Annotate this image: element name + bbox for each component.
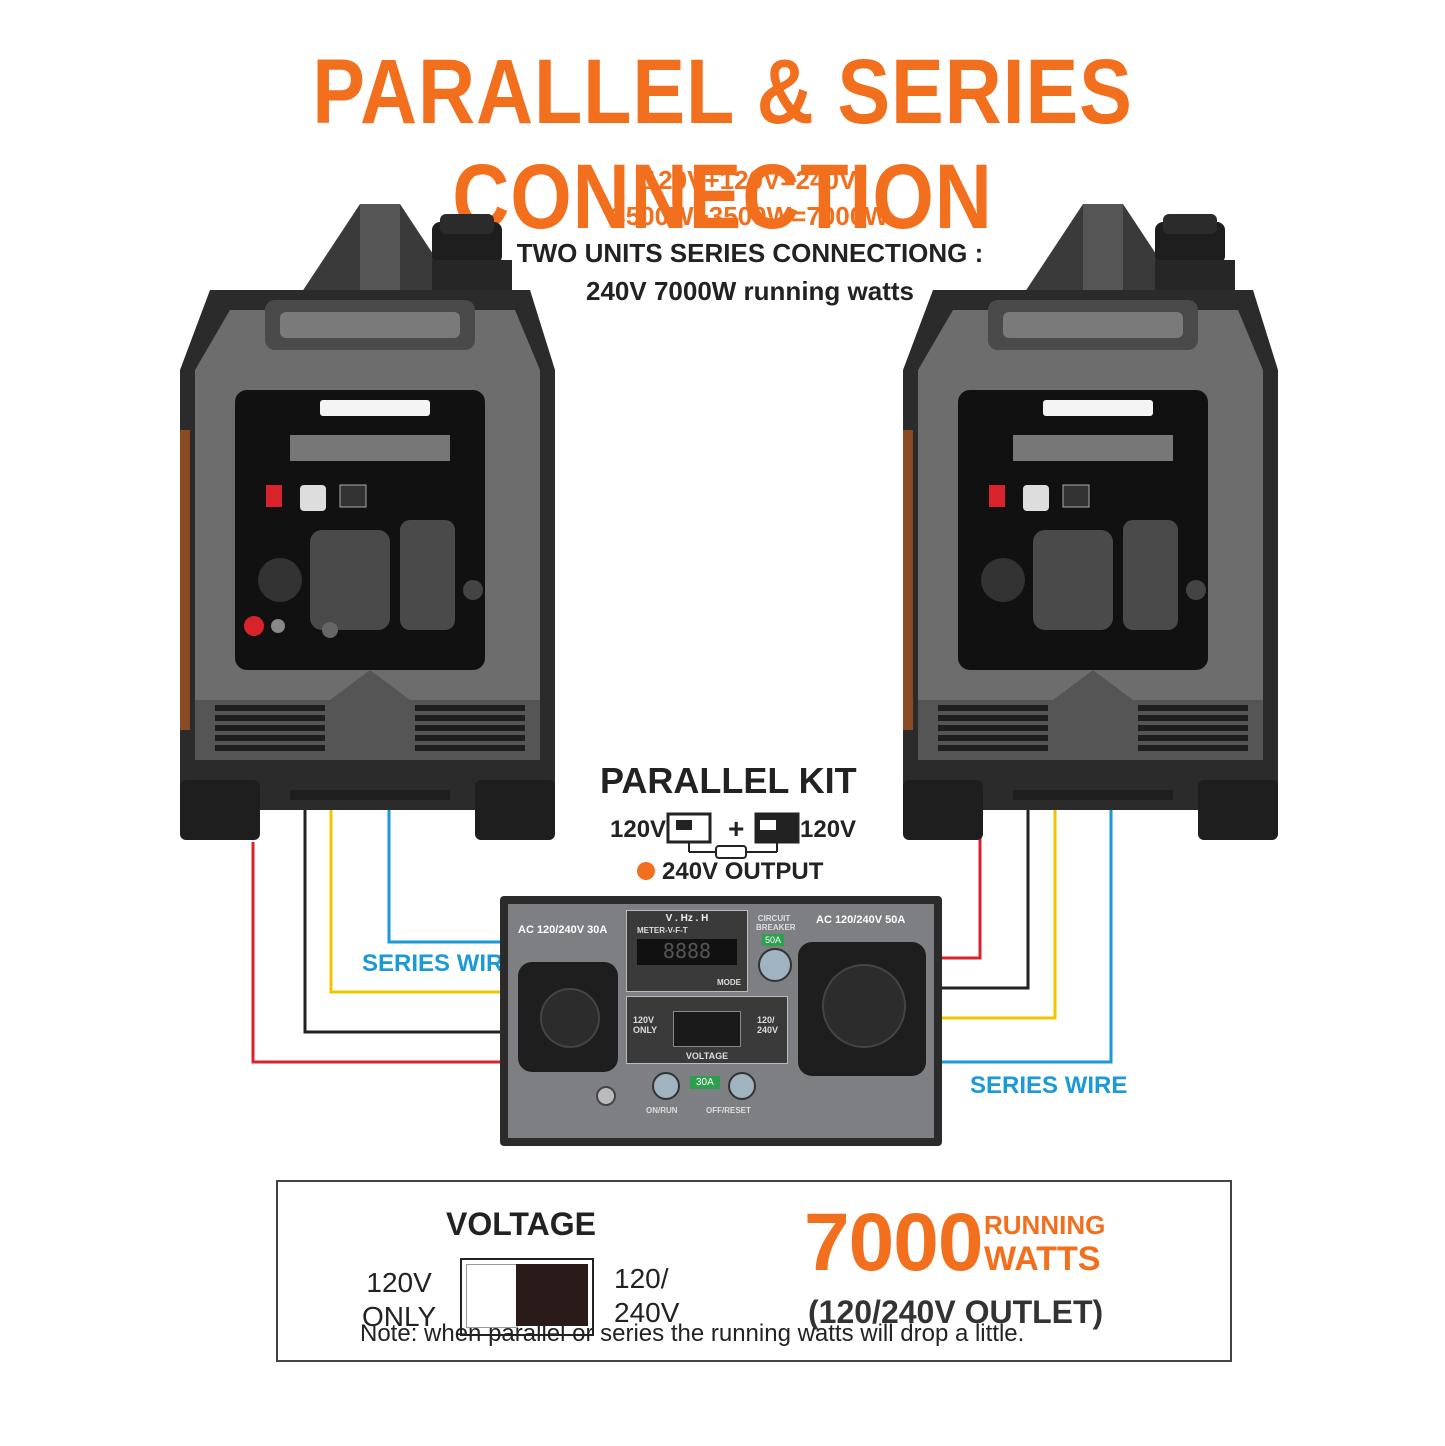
voltage-switch-illustration — [460, 1258, 594, 1336]
breaker-30a-badge: 30A — [690, 1076, 720, 1089]
meter-display: 8888 — [637, 939, 737, 965]
meter-box: V . Hz . H METER-V-F-T 8888 MODE — [626, 910, 748, 992]
meter-mode-label: MODE — [717, 978, 741, 987]
outlet-label: (120/240V OUTLET) — [808, 1294, 1104, 1330]
voltage-switch-box: 120V ONLY 120/ 240V VOLTAGE — [626, 996, 788, 1064]
left-red-wire — [251, 842, 502, 1064]
breaker-50a-badge: 50A — [762, 934, 785, 946]
spec-series-line: TWO UNITS SERIES CONNECTIONG : — [516, 238, 984, 268]
left-generator — [180, 204, 555, 840]
right-series-wire-label: SERIES WIRE — [970, 1072, 1128, 1099]
voltage-right-label: 120/ 240V — [614, 1263, 680, 1328]
breaker-50a-button[interactable] — [758, 948, 792, 982]
left-yellow-wire — [329, 800, 502, 994]
breaker-on-button[interactable] — [652, 1072, 680, 1100]
voltage-left-label: 120V ONLY — [362, 1267, 437, 1332]
voltage-box-title: VOLTAGE — [446, 1206, 596, 1242]
off-reset-label: OFF/RESET — [706, 1106, 751, 1115]
note-text: Note: when parallel or series the runnin… — [360, 1320, 1025, 1347]
ground-terminal-icon — [596, 1086, 616, 1106]
running-watts-number: 7000 — [804, 1197, 983, 1288]
spec-running-watts: 240V 7000W running watts — [586, 276, 914, 306]
breaker-title: CIRCUIT BREAKER — [756, 914, 796, 932]
voltage-info-box: VOLTAGE 120V ONLY 120/ 240V 7000 RUNNING… — [276, 1180, 1232, 1362]
parallel-kit-title: PARALLEL KIT — [600, 760, 857, 801]
parallel-kit-panel: AC 120/240V 30A V . Hz . H METER-V-F-T 8… — [500, 896, 942, 1146]
svg-text:+: + — [728, 813, 744, 844]
kit-output-label: 240V OUTPUT — [662, 858, 824, 885]
switch-left-label: 120V ONLY — [633, 1015, 658, 1035]
kit-left-voltage: 120V — [610, 816, 667, 843]
left-outlet — [518, 962, 618, 1072]
left-blue-wire — [387, 800, 502, 944]
right-generator — [903, 204, 1278, 840]
spec-voltage-sum: 120V+120V=240V — [643, 165, 857, 195]
breaker-off-button[interactable] — [728, 1072, 756, 1100]
left-black-wire — [303, 800, 502, 1034]
left-series-wire-label: SERIES WIRE — [362, 950, 520, 977]
right-outlet-label: AC 120/240V 50A — [816, 914, 906, 926]
voltage-switch[interactable] — [673, 1011, 741, 1047]
meter-name-label: METER-V-F-T — [637, 926, 688, 935]
spec-watts-sum: 3500W+3500W=7000W — [611, 201, 889, 231]
meter-top-label: V . Hz . H — [665, 913, 709, 924]
switch-right-label: 120/ 240V — [757, 1015, 779, 1035]
kit-units-icon: + — [666, 812, 800, 859]
kit-right-voltage: 120V — [800, 816, 857, 843]
running-label: RUNNING WATTS — [984, 1210, 1106, 1278]
on-run-label: ON/RUN — [646, 1106, 678, 1115]
output-dot-icon — [637, 862, 655, 880]
left-outlet-label: AC 120/240V 30A — [518, 924, 608, 936]
switch-title: VOLTAGE — [685, 1051, 729, 1061]
right-outlet — [798, 942, 926, 1076]
page-title: PARALLEL & SERIES CONNECTION — [312, 41, 1133, 248]
